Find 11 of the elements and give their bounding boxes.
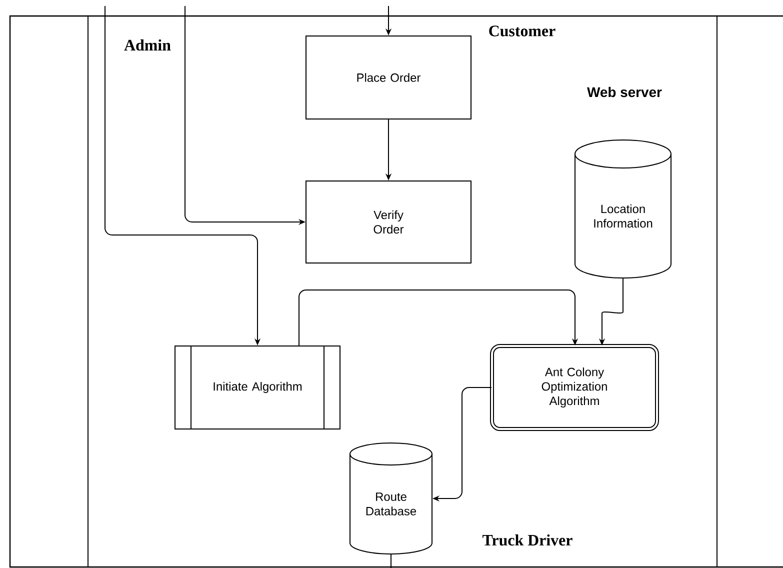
arrow: [298, 290, 578, 346]
subprocess-box: Initiate Algorithm: [174, 346, 340, 430]
lane-label: Truck Driver: [482, 534, 572, 546]
lane-label: Web server: [587, 86, 662, 98]
database-cylinder: Location Information: [574, 140, 672, 278]
database-cylinder: Route Database: [350, 442, 432, 554]
process-box: Place Order: [306, 36, 472, 120]
process-box: Verify Order: [306, 180, 472, 264]
lane-label: Admin: [124, 39, 171, 51]
process-box: Ant Colony Optimization Algorithm: [490, 344, 659, 431]
lane-label: Customer: [489, 26, 556, 36]
